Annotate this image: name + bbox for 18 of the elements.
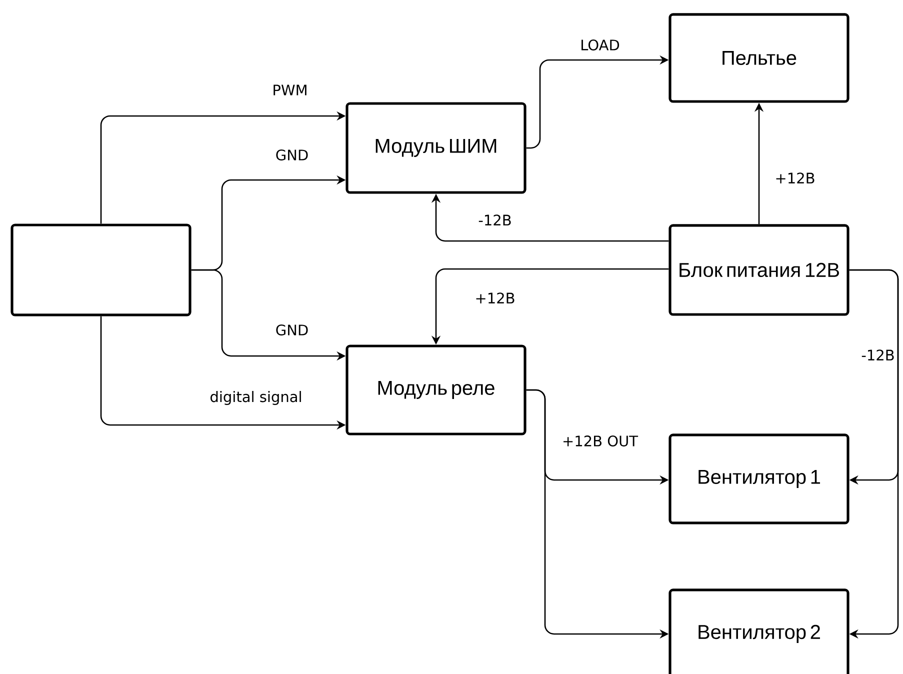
edge-label: +12В OUT bbox=[560, 434, 640, 448]
edge-label: LOAD bbox=[579, 38, 621, 52]
edge-label: -12В bbox=[477, 214, 513, 226]
edge-label: digital signal bbox=[208, 390, 304, 406]
process-box: Вентилятор 2 bbox=[668, 588, 850, 674]
edge-label: GND bbox=[274, 148, 310, 162]
edge-label: +12В bbox=[474, 292, 516, 304]
process-box: Модуль реле bbox=[346, 344, 526, 436]
arrow bbox=[849, 269, 899, 639]
process-box: Модуль ШИМ bbox=[346, 102, 526, 194]
process-box: Вентилятор 1 bbox=[668, 434, 850, 524]
process-box: Пельтье bbox=[668, 13, 850, 103]
edge-label: GND bbox=[274, 324, 310, 336]
edge-label: PWM bbox=[271, 84, 309, 96]
edge-label: +12В bbox=[774, 172, 816, 184]
process-box: Блок питания 12В bbox=[668, 224, 850, 316]
edge-label: -12В bbox=[860, 348, 896, 362]
process-box bbox=[10, 224, 192, 316]
